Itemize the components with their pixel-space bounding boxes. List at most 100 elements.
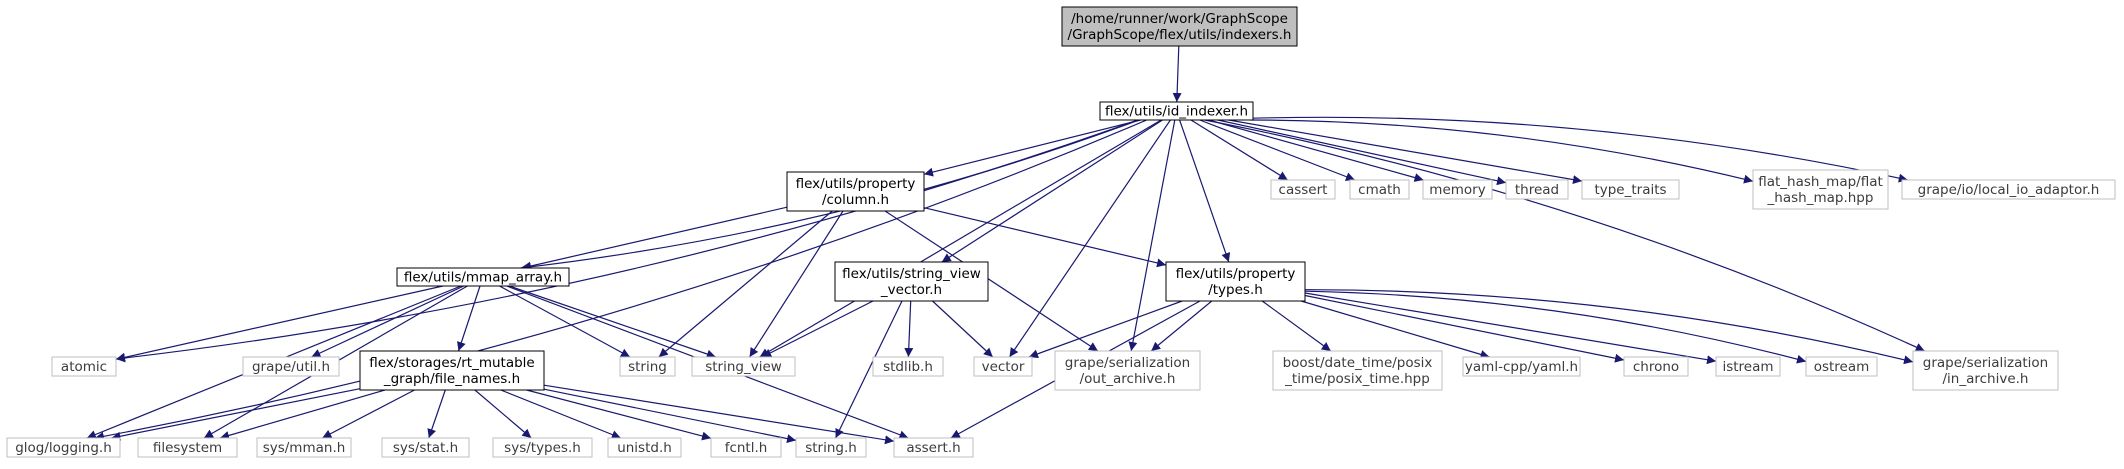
node-box [1054, 350, 1201, 391]
edge-id_indexer-to-cassert [1190, 119, 1289, 181]
edge-types-to-posix_time [1261, 300, 1332, 352]
edge-file_names-to-assert [543, 384, 895, 445]
node-root[interactable]: /home/runner/work/GraphScope/GraphScope/… [1061, 6, 1298, 47]
edge-types-to-ostream [1304, 290, 1807, 364]
node-box [1462, 356, 1581, 377]
node-label: string_view [705, 359, 782, 375]
node-id-indexer[interactable]: flex/utils/id_indexer.h [1099, 101, 1254, 121]
node-box [1715, 356, 1781, 377]
edge-id_indexer-to-type_traits [1228, 119, 1583, 185]
node-cmath: cmath [1349, 179, 1410, 200]
node-box [1349, 179, 1410, 200]
node-label: chrono [1633, 359, 1679, 375]
edge-svv-to-string_h [835, 300, 903, 439]
edge-types-to-chrono [1304, 294, 1625, 363]
node-label: filesystem [153, 440, 222, 456]
node-box [973, 356, 1033, 377]
edge-id_indexer-to-atomic [115, 119, 1139, 363]
node-label: /out_archive.h [1080, 371, 1176, 387]
node-assert: assert.h [893, 437, 974, 458]
edge-root-to-id_indexer [1172, 45, 1182, 103]
node-atomic: atomic [51, 356, 117, 377]
node-box [1422, 179, 1493, 200]
edge-mmap_array-to-atomic [115, 285, 444, 362]
node-label: grape/serialization [1923, 355, 2048, 371]
edge-mmap_array-to-file_names [457, 285, 481, 352]
node-label: flat_hash_map/flat [1758, 174, 1883, 190]
node-label: sys/mman.h [263, 440, 346, 456]
node-vector: vector [973, 356, 1033, 377]
node-label: /in_archive.h [1942, 371, 2028, 387]
node-label: grape/util.h [252, 359, 330, 375]
node-box [6, 437, 121, 458]
edge-id_indexer-to-memory [1208, 119, 1424, 182]
node-out-archive: grape/serialization/out_archive.h [1054, 350, 1201, 391]
node-grape-util: grape/util.h [242, 356, 340, 377]
node-label: atomic [61, 359, 107, 375]
edge-id_indexer-to-local_io [1252, 116, 1908, 183]
node-label: /GraphScope/flex/utils/indexers.h [1068, 27, 1292, 43]
node-label: sys/types.h [504, 440, 581, 456]
node-box [607, 437, 682, 458]
node-label: yaml-cpp/yaml.h [1465, 359, 1578, 375]
node-label: unistd.h [617, 440, 672, 456]
edge-types-to-out_archive [1150, 300, 1213, 352]
node-file-names[interactable]: flex/storages/rt_mutable_graph/file_name… [359, 350, 545, 391]
node-label: fcntl.h [725, 440, 768, 456]
edge-id_indexer-to-column [923, 119, 1141, 177]
node-types[interactable]: flex/utils/property/types.h [1165, 261, 1306, 302]
node-box [1912, 350, 2059, 391]
edge-column-to-out_archive [884, 210, 1099, 352]
node-label: string [628, 359, 667, 375]
edge-id_indexer-to-thread [1217, 119, 1507, 186]
node-box [1099, 101, 1254, 121]
node-label: assert.h [906, 440, 960, 456]
node-sys-types: sys/types.h [492, 437, 593, 458]
node-fcntl: fcntl.h [710, 437, 782, 458]
node-box [492, 437, 593, 458]
edge-file_names-to-unistd [500, 389, 622, 439]
node-string-view: string_view [691, 356, 796, 377]
edge-types-to-vector [1028, 300, 1183, 359]
node-label: flex/storages/rt_mutable [369, 355, 534, 371]
node-sys-mman: sys/mman.h [256, 437, 352, 458]
edge-file_names-to-sys_types [474, 389, 532, 439]
node-box [834, 261, 989, 302]
node-box [1272, 350, 1443, 391]
node-glog: glog/logging.h [6, 437, 121, 458]
edge-types-to-istream [1304, 292, 1717, 365]
node-box [710, 437, 782, 458]
edge-column-to-mmap_array [522, 206, 788, 271]
node-sys-stat: sys/stat.h [381, 437, 470, 458]
node-box [242, 356, 340, 377]
edge-id_indexer-to-flat_hash_map [1250, 119, 1754, 184]
node-flat-hash-map: flat_hash_map/flat_hash_map.hpp [1752, 169, 1889, 210]
edge-types-to-yaml [1300, 300, 1490, 359]
node-label: thread [1515, 182, 1559, 198]
node-label: string.h [805, 440, 857, 456]
node-box [1505, 179, 1569, 200]
node-svv[interactable]: flex/utils/string_view_vector.h [834, 261, 989, 302]
node-label: flex/utils/property [1176, 266, 1296, 282]
edge-id_indexer-to-out_archive [1128, 119, 1176, 352]
node-box [691, 356, 796, 377]
edge-id_indexer-to-types [1179, 119, 1231, 263]
edge-id_indexer-to-glog [94, 119, 1147, 441]
node-ostream: ostream [1805, 356, 1878, 377]
node-label: sys/stat.h [393, 440, 458, 456]
edge-id_indexer-to-vector [1009, 119, 1171, 358]
node-label: /types.h [1208, 282, 1263, 298]
node-label: _hash_map.hpp [1767, 190, 1874, 206]
node-box [1901, 179, 2116, 200]
node-column[interactable]: flex/utils/property/column.h [786, 171, 925, 212]
node-chrono: chrono [1623, 356, 1689, 377]
node-label: grape/serialization [1065, 355, 1190, 371]
node-label: cassert [1279, 182, 1328, 198]
node-label: flex/utils/mmap_array.h [404, 270, 562, 286]
node-box [51, 356, 117, 377]
edge-id_indexer-to-cmath [1199, 119, 1356, 181]
edge-file_names-to-fcntl [526, 389, 712, 441]
node-mmap-array[interactable]: flex/utils/mmap_array.h [396, 267, 570, 287]
node-cassert: cassert [1270, 179, 1336, 200]
